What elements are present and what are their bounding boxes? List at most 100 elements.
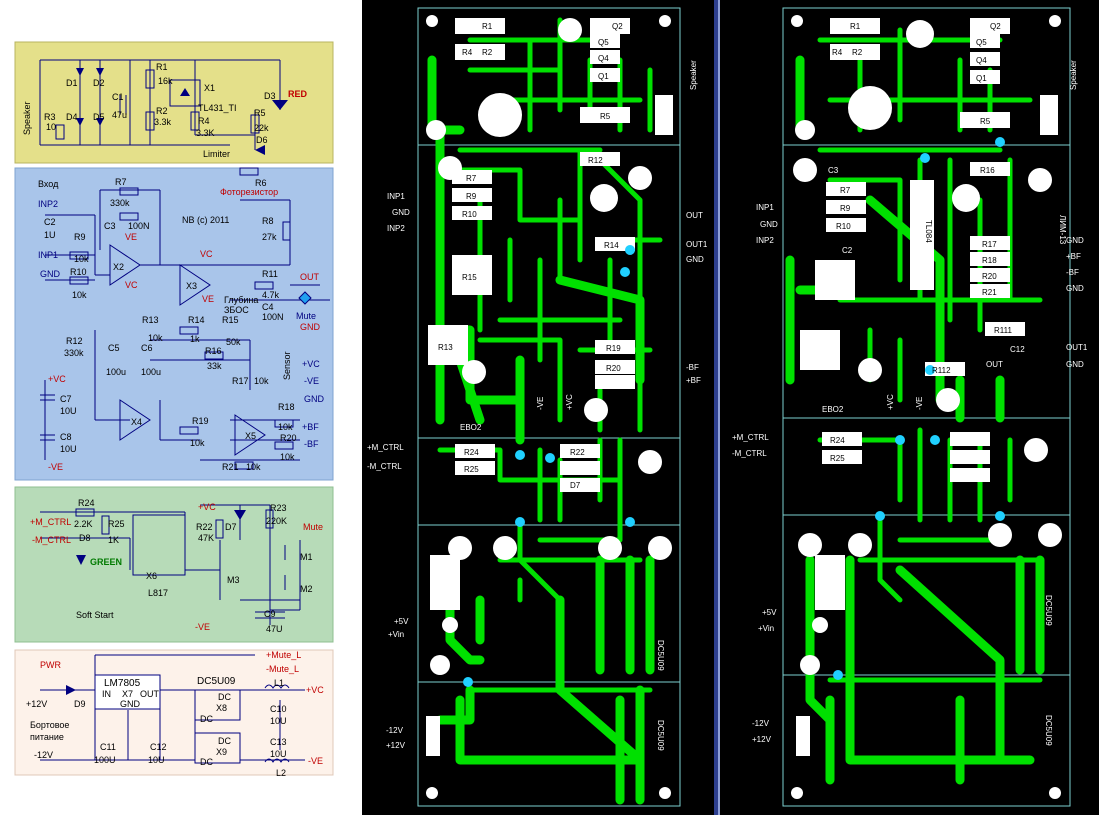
pcb-right-plus-bf: +BF	[1066, 252, 1081, 261]
pcb-right-q2: Q2	[990, 22, 1001, 31]
inp2-label: INP2	[38, 199, 58, 209]
right-vias	[833, 137, 1005, 680]
x9-label: X9	[216, 747, 227, 757]
pcb-left-minus-12v: -12V	[386, 726, 404, 735]
r5-label: R5	[254, 108, 266, 118]
r10-label: R10	[70, 267, 87, 277]
power-panel: PWR LM7805 IN X7 OUT GND DC5U09 +Mute_L …	[14, 649, 334, 778]
c2-value: 1U	[44, 230, 56, 240]
r7-label: R7	[115, 177, 127, 187]
x2-label: X2	[113, 262, 124, 272]
l2-label: L2	[276, 768, 286, 778]
c5-label: C5	[108, 343, 120, 353]
author-label: NB (c) 2011	[182, 215, 229, 225]
green-label: GREEN	[90, 557, 122, 567]
softstart-panel: R24 2.2K R25 1K D8 +M_CTRL -M_CTRL GREEN…	[14, 486, 334, 643]
pcb-left-r7: R7	[466, 174, 477, 183]
c11-value: 100U	[94, 755, 116, 765]
pcb-right-gnd-r2: GND	[1066, 284, 1084, 293]
left-pads	[426, 15, 672, 799]
pcb-left-r24: R24	[464, 448, 479, 457]
r6-label: R6	[255, 178, 267, 188]
preamp-panel: Вход INP2 INP1 GND C2 1U R7 330k C3 100N…	[14, 167, 334, 481]
x6-label: X6	[146, 571, 157, 581]
l1-label: L1	[274, 678, 284, 688]
pwr-label: PWR	[40, 660, 61, 670]
ve-label-1: VE	[125, 232, 137, 242]
r8-value: 27k	[262, 232, 277, 242]
schematic-area: Speaker D1 D2 D4 D5 R3 10 R1 16k C1 47u …	[14, 41, 334, 778]
pcb-right-r21: R21	[982, 288, 997, 297]
pcb-right-c3: C3	[828, 166, 839, 175]
protection-panel: Speaker D1 D2 D4 D5 R3 10 R1 16k C1 47u …	[14, 41, 334, 164]
pcb-right-minus-m-ctrl: -M_CTRL	[732, 449, 767, 458]
power-wiring	[40, 654, 305, 764]
c11-label: C11	[100, 742, 116, 752]
protection-wiring	[39, 59, 288, 155]
pcb-right-minus-ve: -VE	[915, 397, 924, 410]
d7-label: D7	[225, 522, 237, 532]
minus-mute-l-label: -Mute_L	[266, 664, 299, 674]
pcb-left-out: OUT	[686, 211, 703, 220]
x1-value: TL431_TI	[198, 103, 237, 113]
lm-out-label: OUT	[140, 689, 160, 699]
pcb-left-q2: Q2	[612, 22, 623, 31]
c7-value: 10U	[60, 406, 77, 416]
c13-label: C13	[270, 737, 287, 747]
pcb-right-r111: R111	[994, 326, 1012, 335]
pcb-left-r2: R2	[482, 48, 493, 57]
pcb-left-r5: R5	[600, 112, 611, 121]
r1-value: 16k	[158, 76, 173, 86]
c4-label: C4	[262, 302, 274, 312]
pcb-left-plus-bf: +BF	[686, 376, 701, 385]
x8-dc-label: DC	[218, 692, 231, 702]
pcb-right-plus-vin: +Vin	[758, 624, 774, 633]
left-component-outlines	[426, 18, 673, 756]
pcb-right-plus-m-ctrl: +M_CTRL	[732, 433, 769, 442]
pcb-right-gnd: GND	[760, 220, 778, 229]
softstart-title: Soft Start	[76, 610, 114, 620]
c13-value: 10U	[270, 749, 287, 759]
ve-label-2: VE	[202, 294, 214, 304]
r20-value: 10k	[280, 452, 295, 462]
c6-value: 100u	[141, 367, 161, 377]
r25-label: R25	[108, 519, 125, 529]
r8-label: R8	[262, 216, 274, 226]
pcb-right-r20: R20	[982, 272, 997, 281]
r12-label: R12	[66, 336, 83, 346]
pcb-left-gnd: GND	[392, 208, 410, 217]
x9-dc-label: DC	[218, 736, 231, 746]
plus-vc-label: +VC	[302, 359, 320, 369]
pcb-left-r13: R13	[438, 343, 453, 352]
pcb-right-ebo2: EBO2	[822, 405, 844, 414]
r17-label: R17	[232, 376, 249, 386]
preamp-wiring	[40, 167, 330, 470]
pcb-left-inp2: INP2	[387, 224, 405, 233]
pcb-right-q4: Q4	[976, 56, 987, 65]
pcb-right-r7: R7	[840, 186, 851, 195]
r9-label: R9	[74, 232, 86, 242]
pcb-right-r9: R9	[840, 204, 851, 213]
d4-label: D4	[66, 112, 78, 122]
x1-label: X1	[204, 83, 215, 93]
r13-label: R13	[142, 315, 159, 325]
r20-label: R20	[280, 433, 297, 443]
plus-12v-label: +12V	[26, 699, 47, 709]
pcb-left-r15: R15	[462, 273, 477, 282]
r3-label: R3	[44, 112, 56, 122]
pcb-left-r1: R1	[482, 22, 493, 31]
c7-label: C7	[60, 394, 72, 404]
d5-label: D5	[93, 112, 105, 122]
x5-label: X5	[245, 431, 256, 441]
pcb-right-r24: R24	[830, 436, 845, 445]
c9-value: 47U	[266, 624, 283, 634]
m1-label: M1	[300, 552, 313, 562]
lm-gnd-label: GND	[120, 699, 141, 709]
pcb-right-r112: R112	[932, 366, 951, 375]
pcb-left: R1 R2 R4 R5 Q2 Q5 Q4 Q1 Speaker R12 R7 R…	[367, 7, 708, 807]
c8-value: 10U	[60, 444, 77, 454]
x8-label: X8	[216, 703, 227, 713]
r16-value: 33k	[207, 361, 222, 371]
pcb-left-plus-m-ctrl: +M_CTRL	[367, 443, 404, 452]
r23-label: R23	[270, 503, 287, 513]
